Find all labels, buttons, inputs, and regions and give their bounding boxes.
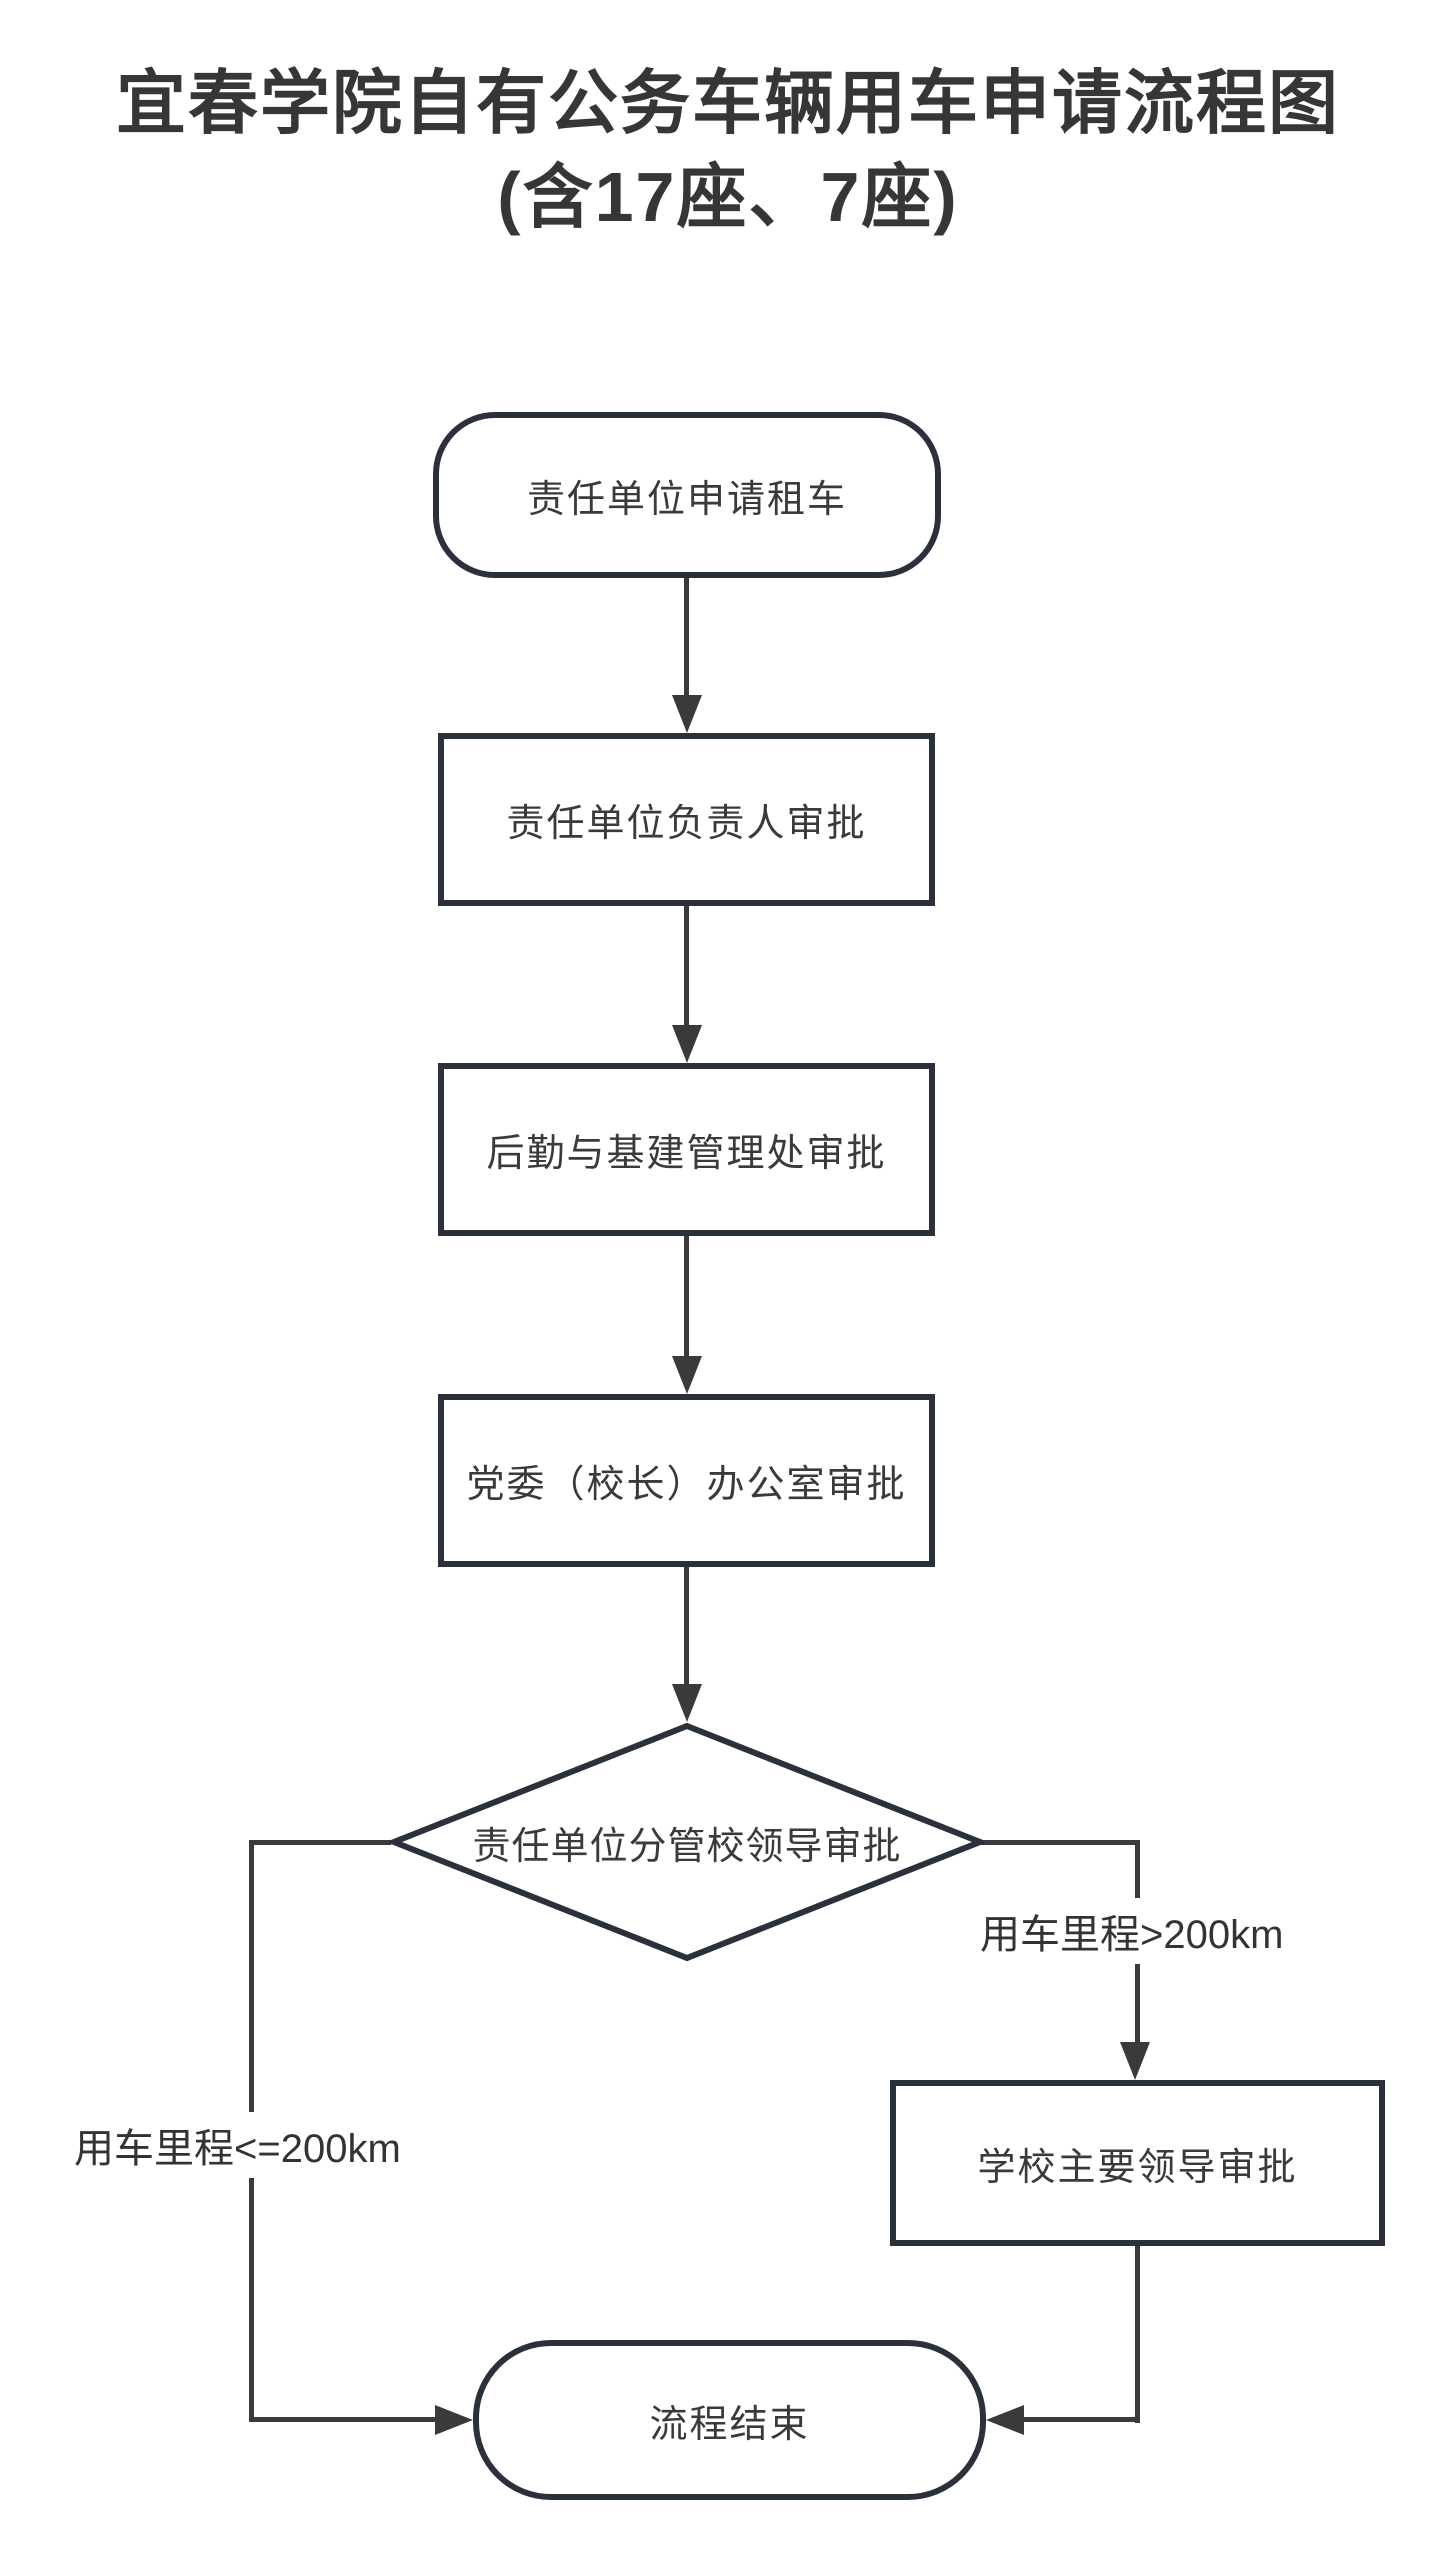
process-node-label: 责任单位负责人审批 bbox=[506, 803, 867, 845]
start-node-label: 责任单位申请租车 bbox=[526, 478, 847, 521]
page-title: 宜春学院自有公务车辆用车申请流程图 (含17座、7座) bbox=[0, 56, 1456, 244]
connector-logistics-to-party-office bbox=[684, 1233, 689, 1360]
connector-left-to-end bbox=[251, 2417, 441, 2422]
page-title-line2: (含17座、7座) bbox=[497, 158, 959, 236]
process-node-label: 后勤与基建管理处审批 bbox=[486, 1133, 887, 1175]
arrowhead-down-icon bbox=[1120, 2042, 1150, 2080]
edge-label-under-200km: 用车里程<=200km bbox=[72, 2112, 403, 2178]
connector-unit-leader-to-logistics bbox=[684, 903, 689, 1029]
arrowhead-down-icon bbox=[672, 1356, 702, 1394]
arrowhead-down-icon bbox=[672, 695, 702, 733]
connector-party-office-to-decision bbox=[684, 1564, 689, 1686]
process-node-label: 党委（校长）办公室审批 bbox=[466, 1464, 907, 1506]
arrowhead-down-icon bbox=[672, 1025, 702, 1063]
edge-label-over-200km: 用车里程>200km bbox=[978, 1898, 1286, 1964]
arrowhead-left-icon bbox=[986, 2405, 1024, 2435]
connector-start-to-unit-leader bbox=[684, 575, 689, 699]
process-node-label: 学校主要领导审批 bbox=[977, 2146, 1298, 2189]
connector-decision-right-horizontal bbox=[980, 1840, 1138, 1845]
connector-main-leader-down bbox=[1135, 2243, 1140, 2423]
arrowhead-right-icon bbox=[435, 2405, 473, 2435]
decision-node-school-leader-approval: 责任单位分管校领导审批 bbox=[389, 1722, 985, 1962]
end-node-label: 流程结束 bbox=[649, 2403, 810, 2446]
connector-main-leader-to-end bbox=[1020, 2417, 1138, 2422]
process-node-main-leader-approval: 学校主要领导审批 bbox=[890, 2080, 1385, 2246]
start-node-apply-vehicle: 责任单位申请租车 bbox=[433, 412, 941, 578]
diamond-shape bbox=[389, 1722, 985, 1962]
process-node-party-office-approval: 党委（校长）办公室审批 bbox=[438, 1394, 935, 1567]
process-node-logistics-approval: 后勤与基建管理处审批 bbox=[438, 1063, 935, 1236]
connector-decision-left-horizontal bbox=[249, 1840, 391, 1845]
arrowhead-down-icon bbox=[672, 1684, 702, 1722]
decision-node-label: 责任单位分管校领导审批 bbox=[472, 1825, 902, 1868]
end-node-process-finished: 流程结束 bbox=[473, 2340, 986, 2500]
page-title-line1: 宜春学院自有公务车辆用车申请流程图 bbox=[116, 64, 1340, 142]
process-node-unit-leader-approval: 责任单位负责人审批 bbox=[438, 733, 935, 906]
